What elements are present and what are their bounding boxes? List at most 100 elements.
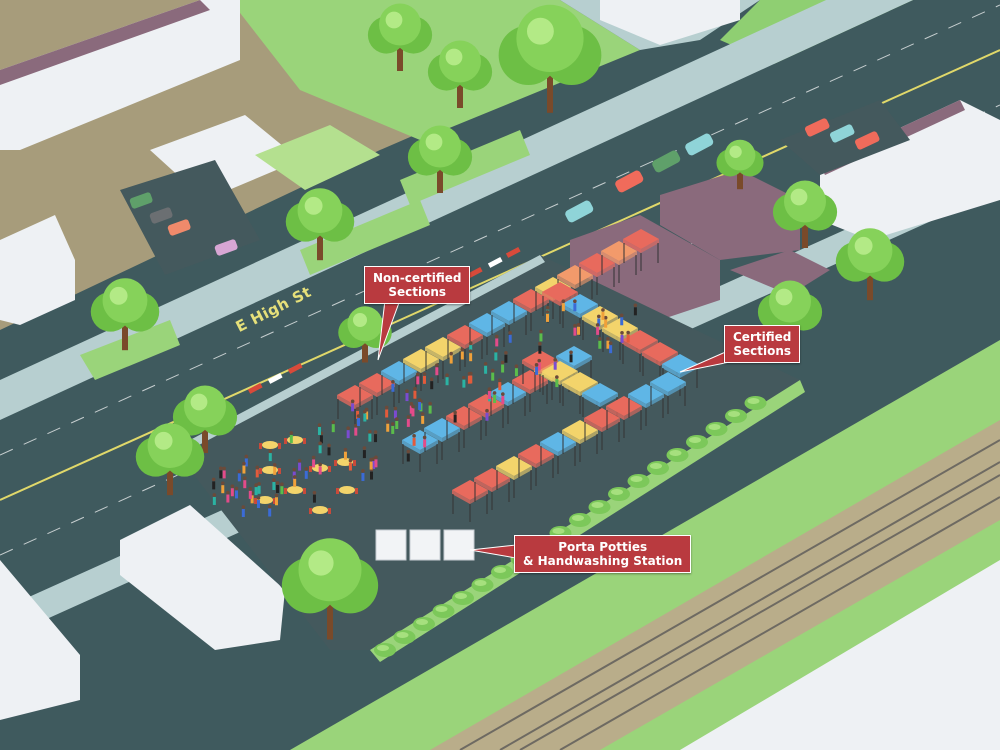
tent-valance bbox=[574, 356, 592, 370]
tent-valance bbox=[542, 292, 560, 306]
person-head bbox=[412, 434, 416, 438]
person bbox=[370, 471, 374, 480]
person bbox=[573, 327, 577, 336]
person bbox=[406, 453, 410, 462]
vendor-tent bbox=[557, 265, 593, 307]
person-head bbox=[312, 490, 317, 495]
callout-line: Certified bbox=[733, 330, 792, 344]
person bbox=[234, 490, 238, 499]
chair bbox=[303, 438, 306, 444]
parked-car bbox=[854, 131, 880, 150]
tree-trunk bbox=[457, 75, 463, 108]
person-head bbox=[620, 330, 624, 335]
tree-trunk bbox=[397, 38, 403, 71]
person-head bbox=[467, 371, 472, 376]
callout-non-certified-sections: Non-certified Sections bbox=[364, 266, 471, 304]
tree-highlight bbox=[790, 188, 808, 206]
tent-valance bbox=[496, 466, 514, 480]
table bbox=[287, 486, 303, 494]
hedge-highlight bbox=[747, 398, 760, 404]
person-head bbox=[242, 476, 247, 480]
person-head bbox=[487, 387, 492, 391]
person bbox=[538, 345, 542, 354]
tree-trunk bbox=[122, 315, 128, 351]
tree bbox=[498, 4, 602, 113]
person-head bbox=[539, 329, 543, 334]
person bbox=[274, 497, 278, 506]
person-head bbox=[244, 454, 249, 459]
person bbox=[331, 424, 335, 433]
person bbox=[226, 494, 230, 503]
tree-trunk bbox=[737, 165, 743, 190]
person bbox=[413, 390, 417, 399]
person-head bbox=[553, 357, 557, 362]
person-head bbox=[218, 466, 223, 471]
hedge-highlight bbox=[416, 619, 428, 625]
person bbox=[546, 313, 550, 322]
person-head bbox=[373, 430, 378, 434]
barricade bbox=[505, 246, 521, 258]
chair bbox=[353, 460, 356, 466]
person-head bbox=[355, 407, 360, 411]
person bbox=[596, 326, 600, 335]
person bbox=[354, 427, 358, 436]
tree bbox=[716, 139, 764, 190]
person bbox=[272, 482, 276, 491]
tent-valance bbox=[582, 393, 600, 407]
tree-trunk bbox=[547, 60, 553, 113]
tent-valance bbox=[474, 478, 492, 492]
parked-car bbox=[804, 118, 830, 137]
person-head bbox=[576, 322, 581, 327]
person bbox=[418, 401, 422, 410]
person-head bbox=[272, 478, 276, 482]
tent-valance bbox=[518, 454, 536, 468]
person bbox=[508, 334, 512, 343]
person-head bbox=[297, 458, 302, 463]
person bbox=[462, 379, 466, 388]
car bbox=[565, 200, 594, 223]
person bbox=[555, 379, 559, 388]
person bbox=[268, 508, 272, 517]
person bbox=[569, 354, 573, 363]
tent-valance bbox=[668, 382, 686, 396]
person-head bbox=[428, 401, 432, 406]
person bbox=[435, 367, 439, 376]
person bbox=[604, 319, 608, 328]
tent-valance bbox=[640, 340, 658, 354]
callout-line: Sections bbox=[388, 285, 447, 299]
person-head bbox=[537, 358, 542, 363]
person-head bbox=[363, 409, 367, 414]
tree-highlight bbox=[385, 11, 403, 29]
tent-valance bbox=[469, 323, 487, 337]
tree bbox=[172, 385, 238, 453]
table bbox=[312, 506, 328, 514]
person-head bbox=[460, 347, 465, 352]
tent-valance bbox=[512, 380, 530, 394]
person-head bbox=[272, 463, 277, 467]
chair bbox=[259, 443, 262, 449]
person bbox=[620, 334, 624, 343]
building-far-left bbox=[0, 560, 80, 720]
person bbox=[535, 366, 539, 375]
hedge-highlight bbox=[669, 450, 682, 456]
person-head bbox=[242, 461, 246, 466]
table bbox=[262, 441, 278, 449]
grass-strip bbox=[80, 320, 180, 380]
person-head bbox=[595, 323, 600, 327]
person-head bbox=[222, 466, 226, 471]
person-head bbox=[343, 447, 348, 452]
person bbox=[363, 413, 367, 422]
person-head bbox=[501, 392, 505, 396]
person bbox=[620, 317, 624, 326]
person bbox=[268, 453, 272, 462]
person bbox=[357, 418, 361, 427]
tent-valance bbox=[491, 311, 509, 325]
person bbox=[484, 365, 488, 374]
person-head bbox=[596, 314, 601, 319]
person-head bbox=[420, 412, 425, 416]
person-head bbox=[230, 484, 235, 489]
tent-valance bbox=[641, 239, 659, 253]
person bbox=[391, 425, 395, 434]
person bbox=[430, 381, 434, 390]
tent-valance bbox=[403, 359, 421, 373]
